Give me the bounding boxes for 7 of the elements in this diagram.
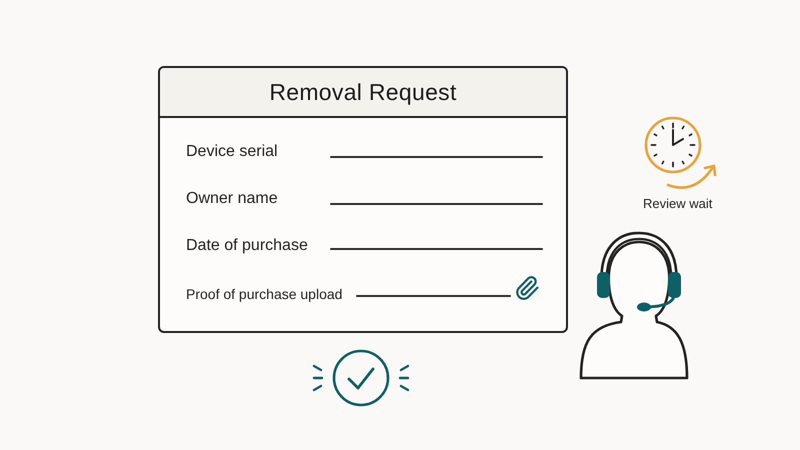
- field-label: Device serial: [186, 142, 278, 162]
- field-label: Date of purchase: [186, 236, 308, 256]
- form-card: [158, 66, 568, 333]
- field-label: Proof of purchase upload: [186, 285, 342, 303]
- field-label: Owner name: [186, 189, 278, 209]
- icon-caption: Review wait: [643, 195, 712, 212]
- form-title: Removal Request: [269, 78, 457, 106]
